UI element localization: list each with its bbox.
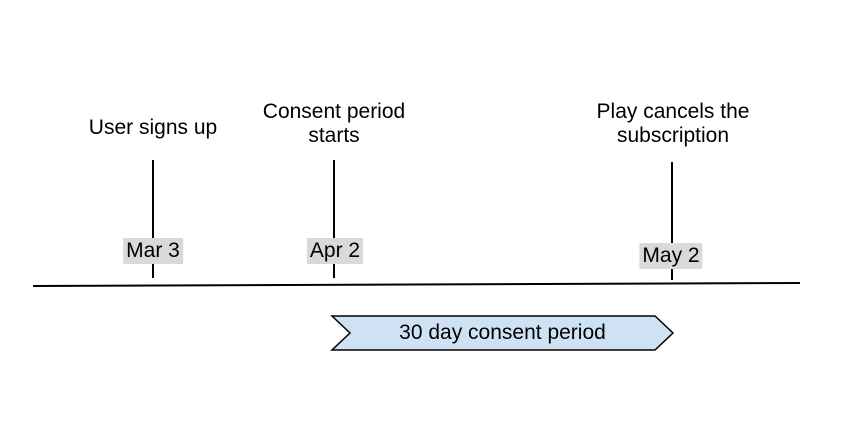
chevron-ribbon-shape (330, 315, 675, 351)
date-chip-mar-3: Mar 3 (123, 238, 183, 264)
date-chip-may-2: May 2 (639, 243, 703, 269)
event-tick-may-2 (671, 162, 673, 280)
event-tick-apr-2 (333, 160, 335, 278)
event-tick-mar-3 (152, 160, 154, 278)
timeline-axis-line (32, 282, 801, 287)
event-label-play-cancels-subscription: Play cancels the subscription (596, 100, 750, 147)
event-label-user-signs-up: User signs up (88, 116, 218, 139)
event-label-consent-period-starts: Consent period starts (262, 100, 406, 147)
date-chip-apr-2: Apr 2 (306, 238, 364, 264)
consent-period-ribbon-label: 30 day consent period (399, 321, 606, 344)
